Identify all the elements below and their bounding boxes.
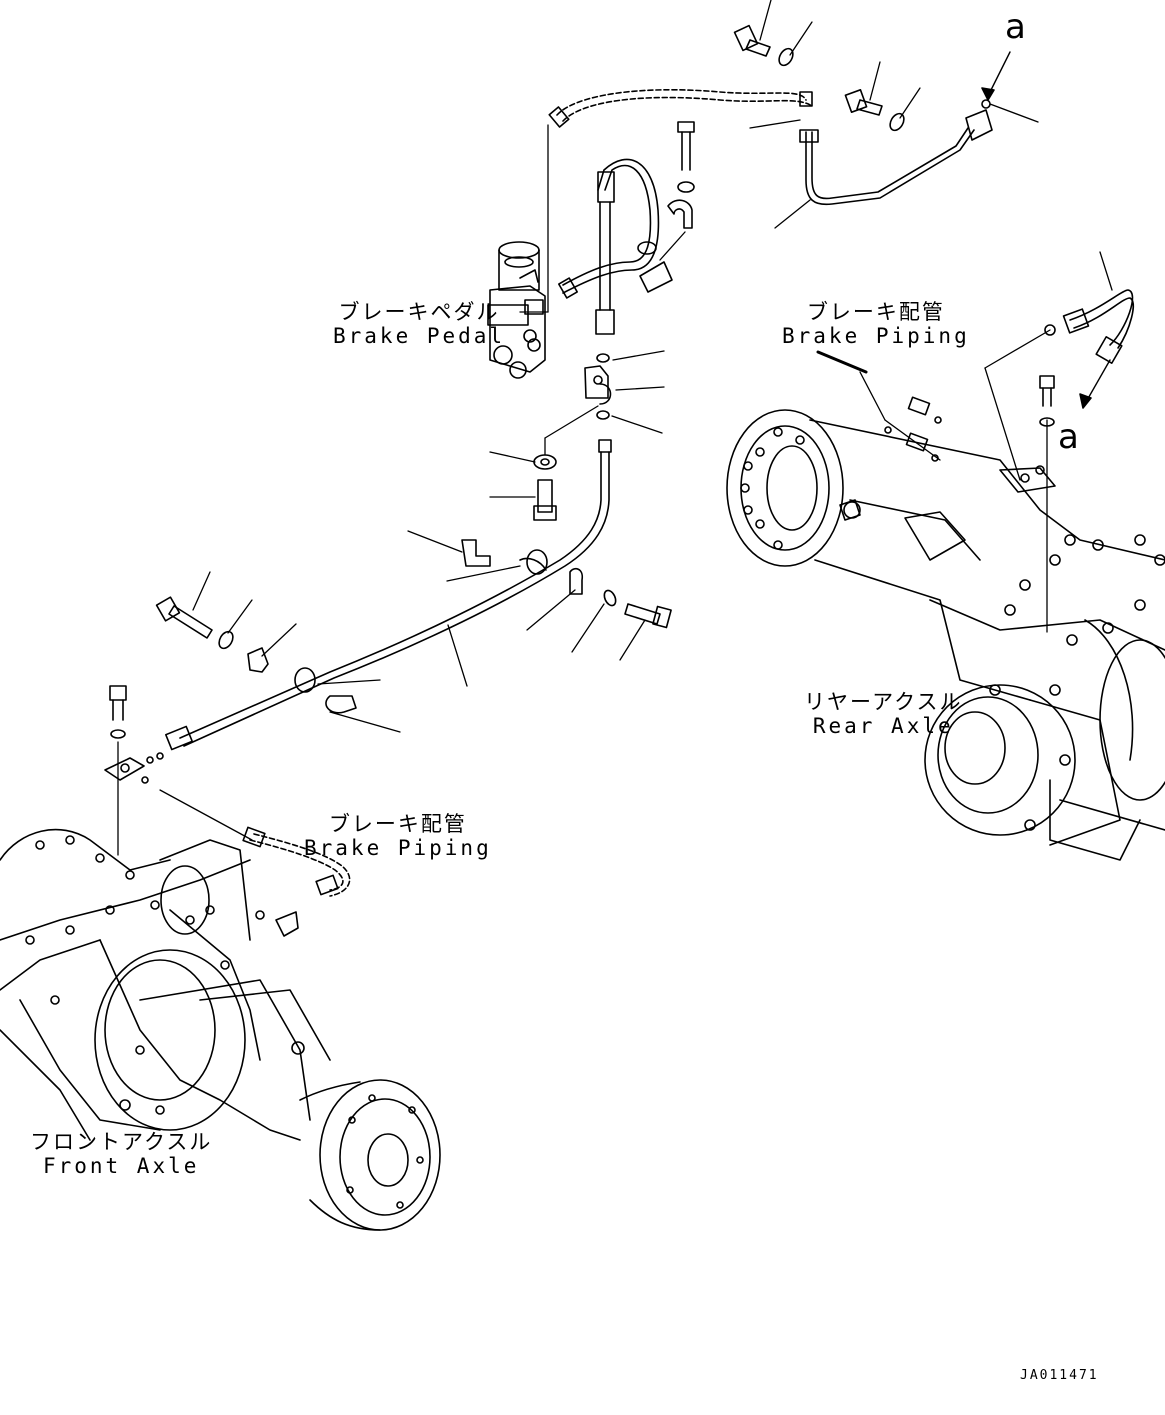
front-fitting-bolt [104,685,164,784]
clamp-upper [637,121,695,293]
rear-axle-label-en: Rear Axle [812,714,954,738]
callout-a-top[interactable]: a [1005,7,1026,47]
brake-pedal-label-en: Brake Pedal [333,324,506,348]
brake-piping-top-label-jp: ブレーキ配管 [806,300,945,324]
rear-piping-fittings [816,324,1056,462]
bracket-block [584,365,612,405]
bolt-left-long [155,596,213,639]
brake-piping-top-label-en: Brake Piping [782,324,970,348]
lower-fittings [242,826,339,937]
pedal-hose-loop [558,158,660,335]
rear-flex-hose [1062,289,1134,364]
front-axle [0,828,441,1231]
brake-piping-top-label: ブレーキ配管 Brake Piping [782,300,970,348]
rear-axle [726,409,1165,861]
front-axle-label-en: Front Axle [42,1154,200,1178]
callout-a-right[interactable]: a [1058,417,1079,457]
callout-arrows[interactable] [981,51,1111,409]
upper-hose-end-fitting [548,91,813,128]
long-brake-hose [165,439,612,751]
front-axle-label: フロントアクスル Front Axle [30,1130,212,1178]
brake-piping-bottom-label-jp: ブレーキ配管 [328,812,467,836]
bolt-mid [533,479,557,521]
brake-piping-bottom-label: ブレーキ配管 Brake Piping [304,812,492,860]
rear-axle-label: リヤーアクスル Rear Axle [804,690,962,738]
bolt-upper-left [733,24,771,57]
washer-upper-right [889,112,905,132]
leader-lines [117,0,1113,856]
o-ring-a [981,99,991,109]
washer-mid [533,454,557,470]
front-axle-bolts [25,835,424,1209]
rear-axle-label-jp: リヤーアクスル [804,690,963,714]
brake-pedal-valve [487,241,546,379]
bolt-clamp-right [624,603,672,629]
front-axle-label-jp: フロントアクスル [30,1130,213,1154]
brake-pedal-label-jp: ブレーキペダル [338,300,500,324]
drawing-code: JA011471 [1020,1368,1099,1383]
bolt-upper-right [844,89,883,116]
upper-steel-pipe [799,109,993,206]
lower-dashed-piping [249,833,351,897]
brake-piping-bottom-label-en: Brake Piping [304,836,492,860]
brake-pedal-label: ブレーキペダル Brake Pedal [333,300,505,348]
rear-axle-flange-bolts [740,427,1165,831]
washer-left [218,630,234,650]
hose-clips [247,539,617,714]
washer-upper [778,47,794,67]
upper-dashed-hose [556,88,813,122]
small-o-rings [596,353,610,420]
